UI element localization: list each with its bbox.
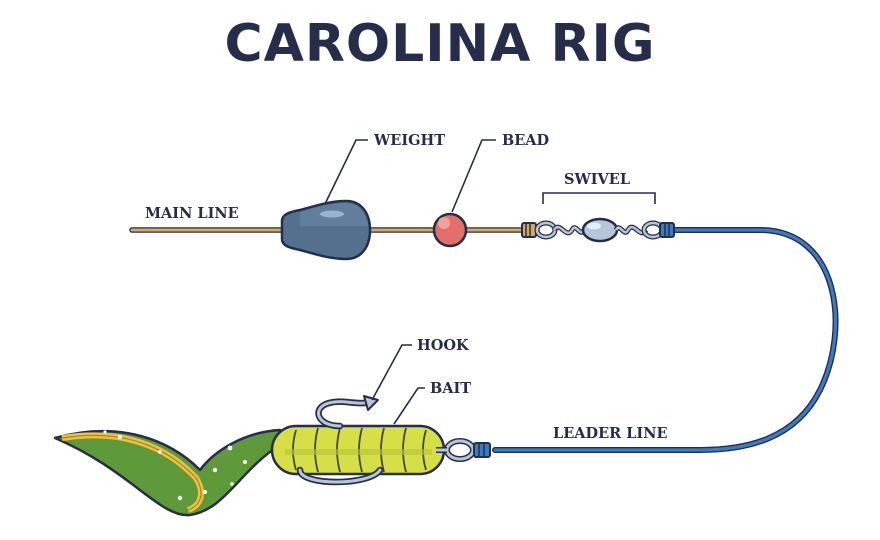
bait-callout: [393, 387, 425, 425]
label-main-line: MAIN LINE: [145, 205, 239, 222]
leader-line: [492, 227, 839, 453]
swivel-bracket: [542, 192, 656, 204]
diagram-title: CAROLINA RIG: [224, 14, 656, 74]
label-leader-line: LEADER LINE: [553, 425, 668, 442]
label-bead: BEAD: [502, 132, 549, 149]
bait-tail: [53, 428, 282, 517]
callout-lines: [324, 139, 656, 425]
label-weight: WEIGHT: [373, 132, 445, 149]
bead-callout: [451, 139, 496, 213]
label-bait: BAIT: [430, 380, 471, 397]
weight-callout: [324, 139, 368, 205]
bait-body: [270, 424, 446, 476]
label-hook: HOOK: [417, 337, 470, 354]
hook: [296, 395, 491, 486]
swivel: [521, 217, 675, 243]
bead: [432, 212, 468, 248]
label-swivel: SWIVEL: [564, 171, 630, 188]
hook-callout: [371, 344, 412, 401]
weight-sinker: [280, 199, 372, 261]
